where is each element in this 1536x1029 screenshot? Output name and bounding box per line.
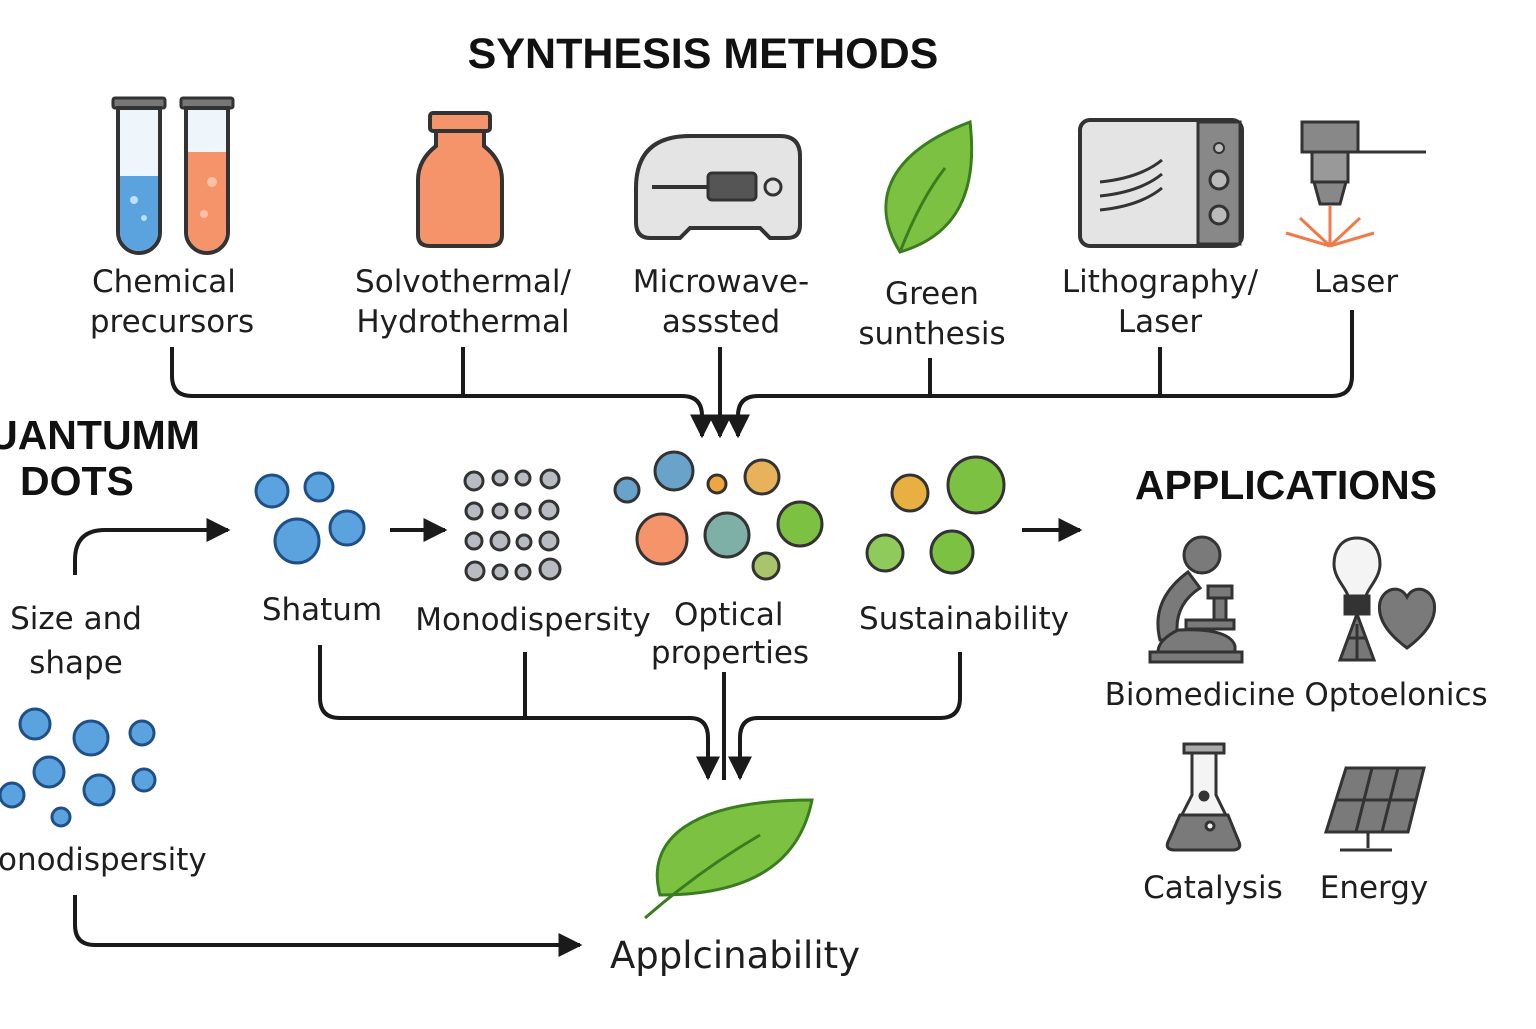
label-optical-properties: Optical properties: [640, 596, 820, 672]
label-line1: Size and: [10, 601, 142, 637]
label-size-and-shape: Size and shape: [0, 597, 152, 685]
heart-icon: [1377, 587, 1437, 650]
label-sustainability: Sustainability: [859, 601, 1069, 637]
method-microwave: Microwave- asssted: [615, 262, 827, 342]
microwave-reactor-icon: [634, 134, 802, 240]
middle-connectors: [73, 518, 1083, 575]
label-monodispersity: Monodispersity: [415, 602, 651, 638]
method-label-line2: asssted: [661, 304, 781, 340]
label-shatum: Shatum: [261, 592, 383, 628]
method-lithography: Lithography/ Laser: [1055, 262, 1265, 342]
method-label-line1: Lithography/: [1061, 264, 1259, 300]
microwave-oven-icon: [1078, 118, 1244, 248]
method-label-line2: sunthesis: [858, 316, 1006, 352]
app-energy: Energy: [1319, 870, 1429, 906]
dots-cluster-shatum: [254, 471, 366, 565]
app-optoelonics: Optoelonics: [1304, 677, 1488, 713]
method-label-line2: Hydrothermal: [356, 304, 570, 340]
microscope-icon: [1148, 535, 1244, 664]
left-heading: UANTUMM DOTS: [0, 412, 218, 504]
method-label-line2: Laser: [1117, 304, 1203, 340]
dots-cluster-optical: [613, 450, 824, 581]
lightbulb-icon: [1332, 536, 1382, 662]
test-tubes-icon: [111, 96, 235, 255]
method-label-line1: Chemical: [92, 264, 236, 300]
method-label-line1: Solvothermal/: [355, 264, 571, 300]
bottom-connectors: [73, 645, 962, 957]
label-applicinability: Applcinability: [609, 934, 861, 977]
method-label-line1: Green: [885, 276, 979, 312]
bottle-icon: [416, 111, 504, 248]
dots-cluster-left: [0, 707, 157, 828]
dots-cluster-sustainability: [865, 455, 1006, 575]
label-line2: properties: [650, 635, 810, 671]
leaf-icon: [884, 119, 974, 254]
dots-cluster-monodispersity: [463, 468, 562, 582]
method-label-line2: precursors: [89, 304, 255, 340]
flask-icon: [1165, 742, 1242, 852]
method-label-line1: Microwave-: [632, 264, 810, 300]
method-laser: Laser: [1296, 262, 1416, 302]
applications-heading: APPLICATIONS: [1134, 462, 1438, 508]
app-catalysis: Catalysis: [1143, 870, 1283, 906]
method-green-synthesis: Green sunthesis: [842, 274, 1022, 354]
applicinability-leaf-icon: [644, 798, 814, 920]
label-monodispersity-left: onodispersity: [0, 842, 207, 878]
method-solvothermal: Solvothermal/ Hydrothermal: [343, 262, 583, 342]
method-chemical-precursors: Chemical precursors: [62, 262, 282, 342]
page-title: SYNTHESIS METHODS: [467, 30, 939, 78]
left-heading-line1: UANTUMM: [0, 412, 200, 458]
left-heading-line2: DOTS: [20, 458, 134, 504]
solar-panel-icon: [1323, 766, 1426, 852]
laser-icon: [1285, 120, 1426, 248]
app-biomedicine: Biomedicine: [1104, 677, 1296, 713]
method-label-line1: Laser: [1313, 264, 1399, 300]
label-line2: shape: [29, 645, 123, 681]
label-line1: Optical: [674, 597, 784, 633]
top-connectors: [170, 310, 1354, 439]
